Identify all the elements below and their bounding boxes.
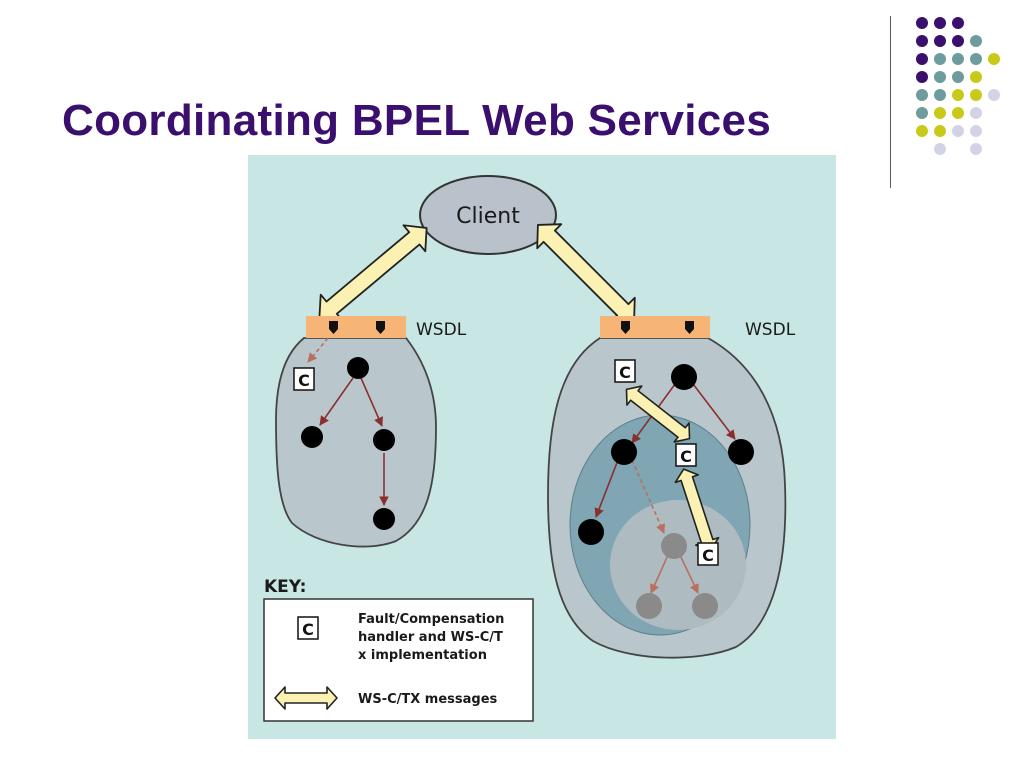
- decorative-dot-grid: [916, 17, 1000, 155]
- right-handler-glyph: C: [702, 546, 714, 565]
- left-handler-box: C: [293, 367, 315, 391]
- left-wsdl-port-icon: [376, 321, 385, 334]
- key-handler-icon: C: [297, 616, 319, 640]
- slide-title: Coordinating BPEL Web Services: [62, 96, 772, 145]
- left-activity-node: [347, 357, 369, 379]
- client-label: Client: [456, 204, 520, 229]
- key-heading: KEY:: [264, 577, 306, 597]
- right-handler-glyph: C: [619, 363, 631, 382]
- dot-row-2: [916, 35, 982, 47]
- left-dashed-flow-arrow: [307, 337, 329, 363]
- right-flow-arrow: [689, 379, 736, 440]
- left-activity-node: [373, 429, 395, 451]
- left-handler-glyph: C: [298, 371, 310, 390]
- right-innermost-scope: [610, 500, 746, 630]
- key-handler-line-2: handler and WS-C/T: [358, 630, 503, 645]
- left-activity-node: [373, 508, 395, 530]
- key-message-arrow-icon: [274, 686, 338, 710]
- left-wsdl-label: WSDL: [416, 320, 467, 340]
- right-flow-arrow: [594, 459, 619, 518]
- right-wsdl-label: WSDL: [745, 320, 796, 340]
- right-wsdl-port-icon: [685, 321, 694, 334]
- right-wsdl-port-icon: [621, 321, 630, 334]
- key-handler-line-1: Fault/Compensation: [358, 612, 504, 627]
- left-flow-arrow: [360, 377, 383, 427]
- right-flow-arrow-faded: [650, 554, 669, 594]
- right-handler-box-bottom: C: [697, 542, 719, 566]
- left-process-blob: [275, 337, 437, 548]
- right-activity-node: [578, 519, 604, 545]
- handler-message-arrow-upper: [625, 385, 691, 443]
- left-wsdl-port-icon: [329, 321, 338, 334]
- right-flow-arrow-faded: [631, 459, 665, 534]
- right-grey-activity-node: [661, 533, 687, 559]
- right-activity-node: [728, 439, 754, 465]
- left-flow-arrow: [319, 377, 354, 426]
- dot-row-3: [916, 53, 1000, 65]
- right-grey-activity-node: [636, 593, 662, 619]
- right-handler-box-middle: C: [675, 443, 697, 467]
- right-grey-activity-node: [692, 593, 718, 619]
- right-handler-glyph: C: [680, 447, 692, 466]
- right-handler-box-top: C: [614, 359, 636, 383]
- header-divider: [890, 16, 891, 188]
- right-activity-node: [671, 364, 697, 390]
- dot-row-1: [916, 17, 964, 29]
- dot-row-4: [916, 71, 982, 83]
- key-message-description: WS-C/TX messages: [358, 692, 498, 707]
- key-handler-line-3: x implementation: [358, 648, 487, 663]
- right-flow-arrow-faded: [679, 554, 699, 594]
- dot-row-7: [916, 125, 982, 137]
- client-node: Client: [419, 175, 557, 255]
- left-wsdl-bar: [306, 316, 406, 338]
- key-handler-description: Fault/Compensation handler and WS-C/T x …: [358, 612, 509, 663]
- dot-row-5: [916, 89, 1000, 101]
- key-handler-glyph: C: [302, 620, 314, 639]
- dot-row-6: [916, 107, 982, 119]
- left-activity-node: [301, 426, 323, 448]
- dot-row-8: [934, 143, 982, 155]
- right-activity-node: [611, 439, 637, 465]
- bpel-coordination-diagram: Client WSDL C: [248, 155, 836, 739]
